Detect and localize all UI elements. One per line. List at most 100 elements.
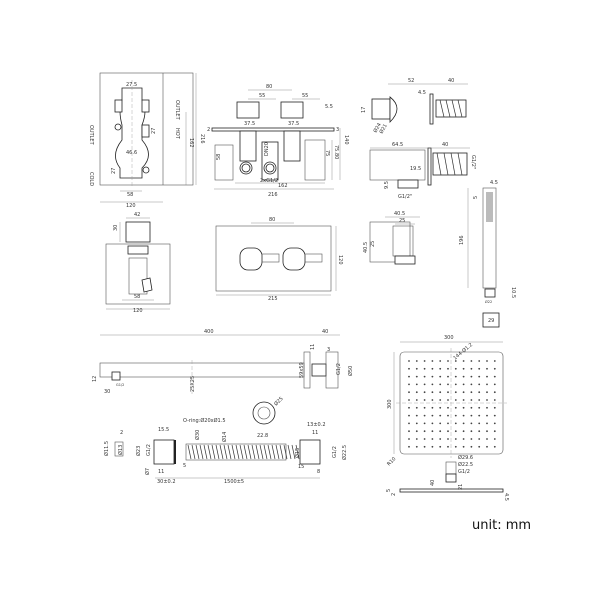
spray-hole: [408, 430, 410, 433]
valve-side-view-2: 42 30 58 120: [105, 212, 171, 314]
spray-hole: [439, 399, 442, 401]
dim: 13±0.2: [307, 422, 326, 428]
dim: 27: [151, 128, 157, 134]
dim: G1/2": [470, 155, 476, 169]
spray-hole: [439, 360, 442, 362]
dim: 215: [268, 296, 278, 302]
dim: 80: [266, 84, 272, 90]
dim: 11: [310, 344, 316, 350]
spray-hole: [462, 399, 465, 401]
spray-hole: [486, 383, 488, 386]
hose-coil: [187, 444, 192, 460]
spray-hole: [486, 375, 488, 378]
spray-hole: [431, 367, 434, 370]
spray-hole: [423, 438, 426, 440]
hose-coil: [243, 444, 248, 460]
dim: 30±0.2: [157, 479, 176, 485]
spray-hole: [431, 438, 434, 440]
spray-hole: [408, 383, 410, 386]
dim: 58: [216, 154, 222, 160]
spray-hole: [447, 360, 449, 362]
dim: 75.80: [333, 145, 339, 159]
spray-hole: [431, 391, 434, 394]
spray-hole: [439, 445, 442, 448]
dim: 300: [387, 399, 393, 409]
hose-coil: [263, 444, 268, 460]
spray-hole: [454, 391, 457, 394]
spray-hole: [462, 391, 465, 394]
dim: 21: [458, 484, 464, 490]
spray-hole: [462, 422, 465, 425]
spray-hole: [408, 445, 410, 448]
hose-coil: [247, 444, 252, 460]
spray-hole: [415, 399, 418, 401]
spray-hole: [447, 406, 449, 409]
dim: 216: [268, 192, 278, 198]
dim: 300: [444, 335, 454, 341]
spray-hole: [486, 406, 488, 409]
spray-hole: [470, 367, 473, 370]
dim: 42: [134, 212, 140, 218]
hose-coil: [215, 444, 220, 460]
spray-hole: [470, 430, 473, 433]
spray-hole: [493, 414, 496, 417]
dim: 8: [317, 469, 320, 475]
spray-hole: [493, 383, 496, 386]
spray-hole: [462, 445, 465, 448]
spray-hole: [454, 445, 457, 448]
spray-hole: [423, 367, 426, 370]
dim: 2xG1/2: [260, 178, 278, 184]
dim: DN20: [264, 142, 270, 156]
dim: 144-Ø1.2: [452, 341, 474, 361]
spray-hole: [462, 406, 465, 409]
outlet-elbow: 52 40 4.5 17 Ø24 Ø21: [361, 78, 468, 135]
spray-hole: [447, 399, 449, 401]
spray-hole: [462, 360, 465, 362]
dim: 40: [442, 142, 448, 148]
spray-hole: [454, 367, 457, 370]
dim: 19.5: [410, 166, 421, 172]
spray-hole: [431, 375, 434, 378]
dim: 4.5: [503, 493, 509, 501]
dim: O-ring:Ø20xØ1.5: [183, 417, 226, 424]
dim: 40: [430, 480, 436, 486]
spray-hole: [462, 383, 465, 386]
spray-hole: [423, 360, 426, 362]
spray-hole: [439, 414, 442, 417]
dim: 58: [134, 294, 140, 300]
unit-label: unit: mm: [472, 518, 531, 533]
spray-hole: [478, 414, 481, 417]
dim: 120: [126, 203, 136, 209]
dim: 3: [336, 127, 339, 133]
dim: Ø23: [135, 446, 142, 456]
spray-hole: [439, 383, 442, 386]
dim: Ø7: [144, 468, 151, 475]
dim: 40: [448, 78, 454, 84]
spray-hole: [470, 391, 473, 394]
hose-coil: [267, 444, 272, 460]
spray-hole: [431, 399, 434, 401]
shower-hose: 2 Ø11.5 Ø13 15.5 O-ring:Ø20xØ1.5 Ø23 G1/…: [103, 395, 348, 485]
spray-hole: [415, 375, 418, 378]
spray-hole: [478, 430, 481, 433]
spray-hole: [486, 367, 488, 370]
spray-hole: [486, 430, 488, 433]
spray-hole: [470, 375, 473, 378]
spray-hole: [454, 399, 457, 401]
spray-hole: [470, 360, 473, 362]
hose-coil: [203, 444, 208, 460]
spray-hole: [470, 422, 473, 425]
dim: 5: [386, 489, 392, 492]
spray-hole: [447, 422, 449, 425]
spray-hole: [478, 375, 481, 378]
spray-hole: [439, 391, 442, 394]
dim: 25X25: [190, 376, 196, 392]
spray-hole: [423, 430, 426, 433]
spray-hole: [415, 445, 418, 448]
dim: 75: [324, 150, 330, 156]
spray-hole: [415, 383, 418, 386]
dim: Ø22.5: [341, 445, 348, 460]
spray-hole: [493, 399, 496, 401]
dim: 46.6: [126, 150, 137, 156]
dim: 120: [337, 255, 343, 265]
